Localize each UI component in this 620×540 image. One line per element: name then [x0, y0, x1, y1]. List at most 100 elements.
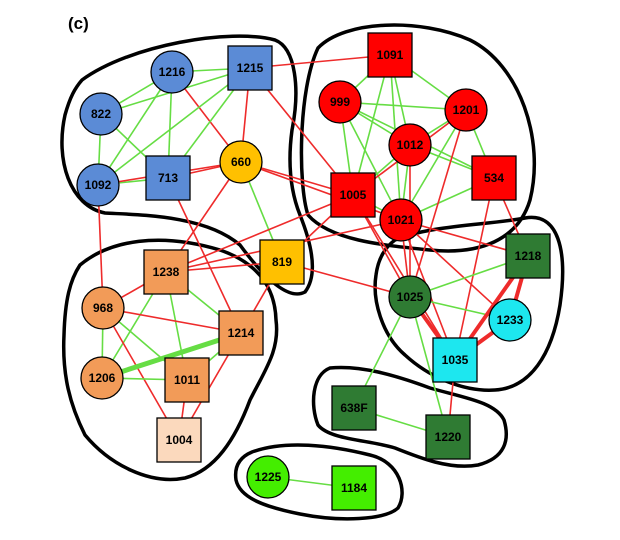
node-1005[interactable]: 1005 [330, 172, 376, 218]
node-1214-square [218, 310, 264, 356]
node-label-1092: 1092 [85, 178, 112, 192]
edge-1025-1220 [409, 296, 449, 438]
node-999-circle [318, 80, 362, 124]
node-1011-square [164, 357, 210, 403]
node-1012-circle [388, 123, 432, 167]
node-label-1201: 1201 [453, 103, 480, 117]
cluster-outline-638f-1220 [311, 365, 508, 468]
node-1206-circle [80, 356, 124, 400]
node-label-1233: 1233 [497, 313, 524, 327]
cluster-outline-red [299, 23, 537, 253]
node-713-square [145, 155, 191, 201]
node-968-circle [81, 286, 125, 330]
node-label-819: 819 [272, 255, 292, 269]
node-534-square [471, 155, 517, 201]
node-1184[interactable]: 1184 [331, 465, 377, 511]
edge-1005-1238 [165, 194, 354, 273]
node-label-1218: 1218 [515, 249, 542, 263]
node-1025-circle [388, 275, 432, 319]
node-label-1091: 1091 [377, 48, 404, 62]
node-1091-square [367, 32, 413, 78]
nodes-layer: 1216 1215 822 1092 713 660 819 1091 999 1201 1012 1… [76, 32, 551, 511]
node-1218[interactable]: 1218 [505, 233, 551, 279]
edge-1021-1233 [400, 219, 511, 321]
node-1005-square [330, 172, 376, 218]
node-819-square [259, 239, 305, 285]
node-1201[interactable]: 1201 [444, 88, 488, 132]
node-1021-circle [379, 198, 423, 242]
cluster-outlines [60, 23, 565, 521]
node-label-1004: 1004 [166, 433, 193, 447]
node-label-1025: 1025 [397, 290, 424, 304]
node-1233[interactable]: 1233 [488, 298, 532, 342]
node-1233-circle [488, 298, 532, 342]
node-label-968: 968 [93, 301, 113, 315]
node-1092-circle [76, 163, 120, 207]
node-label-1021: 1021 [388, 213, 415, 227]
edge-1091-1005 [352, 54, 391, 196]
node-1225-circle [246, 455, 290, 499]
node-1184-square [331, 465, 377, 511]
node-1092[interactable]: 1092 [76, 163, 120, 207]
cluster-outline-dark-green [373, 215, 565, 392]
node-1011[interactable]: 1011 [164, 357, 210, 403]
node-660[interactable]: 660 [219, 140, 263, 184]
node-1215[interactable]: 1215 [227, 45, 273, 91]
node-1091[interactable]: 1091 [367, 32, 413, 78]
node-1238-square [143, 249, 189, 295]
node-638F[interactable]: 638F [331, 385, 377, 431]
edge-1201-1025 [409, 109, 467, 298]
node-1004[interactable]: 1004 [156, 417, 202, 463]
node-1225[interactable]: 1225 [246, 455, 290, 499]
node-label-534: 534 [484, 171, 504, 185]
panel-label: (c) [68, 14, 89, 33]
node-1035[interactable]: 1035 [432, 337, 478, 383]
node-999[interactable]: 999 [318, 80, 362, 124]
node-1025[interactable]: 1025 [388, 275, 432, 319]
node-label-1206: 1206 [89, 371, 116, 385]
node-1012[interactable]: 1012 [388, 123, 432, 167]
node-819[interactable]: 819 [259, 239, 305, 285]
node-1206[interactable]: 1206 [80, 356, 124, 400]
node-1215-square [227, 45, 273, 91]
node-1201-circle [444, 88, 488, 132]
edge-999-1021 [339, 101, 402, 221]
node-label-1238: 1238 [153, 265, 180, 279]
node-1214[interactable]: 1214 [218, 310, 264, 356]
node-713[interactable]: 713 [145, 155, 191, 201]
node-label-1215: 1215 [237, 61, 264, 75]
node-label-1225: 1225 [255, 470, 282, 484]
edge-660-1021 [240, 161, 402, 221]
node-1218-square [505, 233, 551, 279]
edge-534-1035 [454, 177, 495, 361]
node-638F-square [331, 385, 377, 431]
node-label-822: 822 [91, 107, 111, 121]
node-label-1035: 1035 [442, 353, 469, 367]
node-1220-square [425, 414, 471, 460]
node-968[interactable]: 968 [81, 286, 125, 330]
node-660-circle [219, 140, 263, 184]
node-1035-square [432, 337, 478, 383]
node-1021[interactable]: 1021 [379, 198, 423, 242]
node-label-1220: 1220 [435, 430, 462, 444]
edge-1216-1092 [97, 71, 173, 186]
cluster-outline-lime [233, 443, 404, 521]
node-label-638F: 638F [340, 401, 367, 415]
node-822[interactable]: 822 [79, 92, 123, 136]
node-label-713: 713 [158, 171, 178, 185]
node-label-1214: 1214 [228, 326, 255, 340]
node-1238[interactable]: 1238 [143, 249, 189, 295]
node-1220[interactable]: 1220 [425, 414, 471, 460]
node-534[interactable]: 534 [471, 155, 517, 201]
node-label-1005: 1005 [340, 188, 367, 202]
node-1216[interactable]: 1216 [150, 50, 194, 94]
edge-1215-1092 [97, 67, 251, 186]
node-1004-square [156, 417, 202, 463]
node-1216-circle [150, 50, 194, 94]
edge-1214-1206 [101, 330, 242, 381]
edge-968-1214 [102, 307, 242, 334]
node-label-1011: 1011 [174, 373, 200, 387]
node-label-660: 660 [231, 155, 251, 169]
node-label-1184: 1184 [341, 481, 367, 495]
